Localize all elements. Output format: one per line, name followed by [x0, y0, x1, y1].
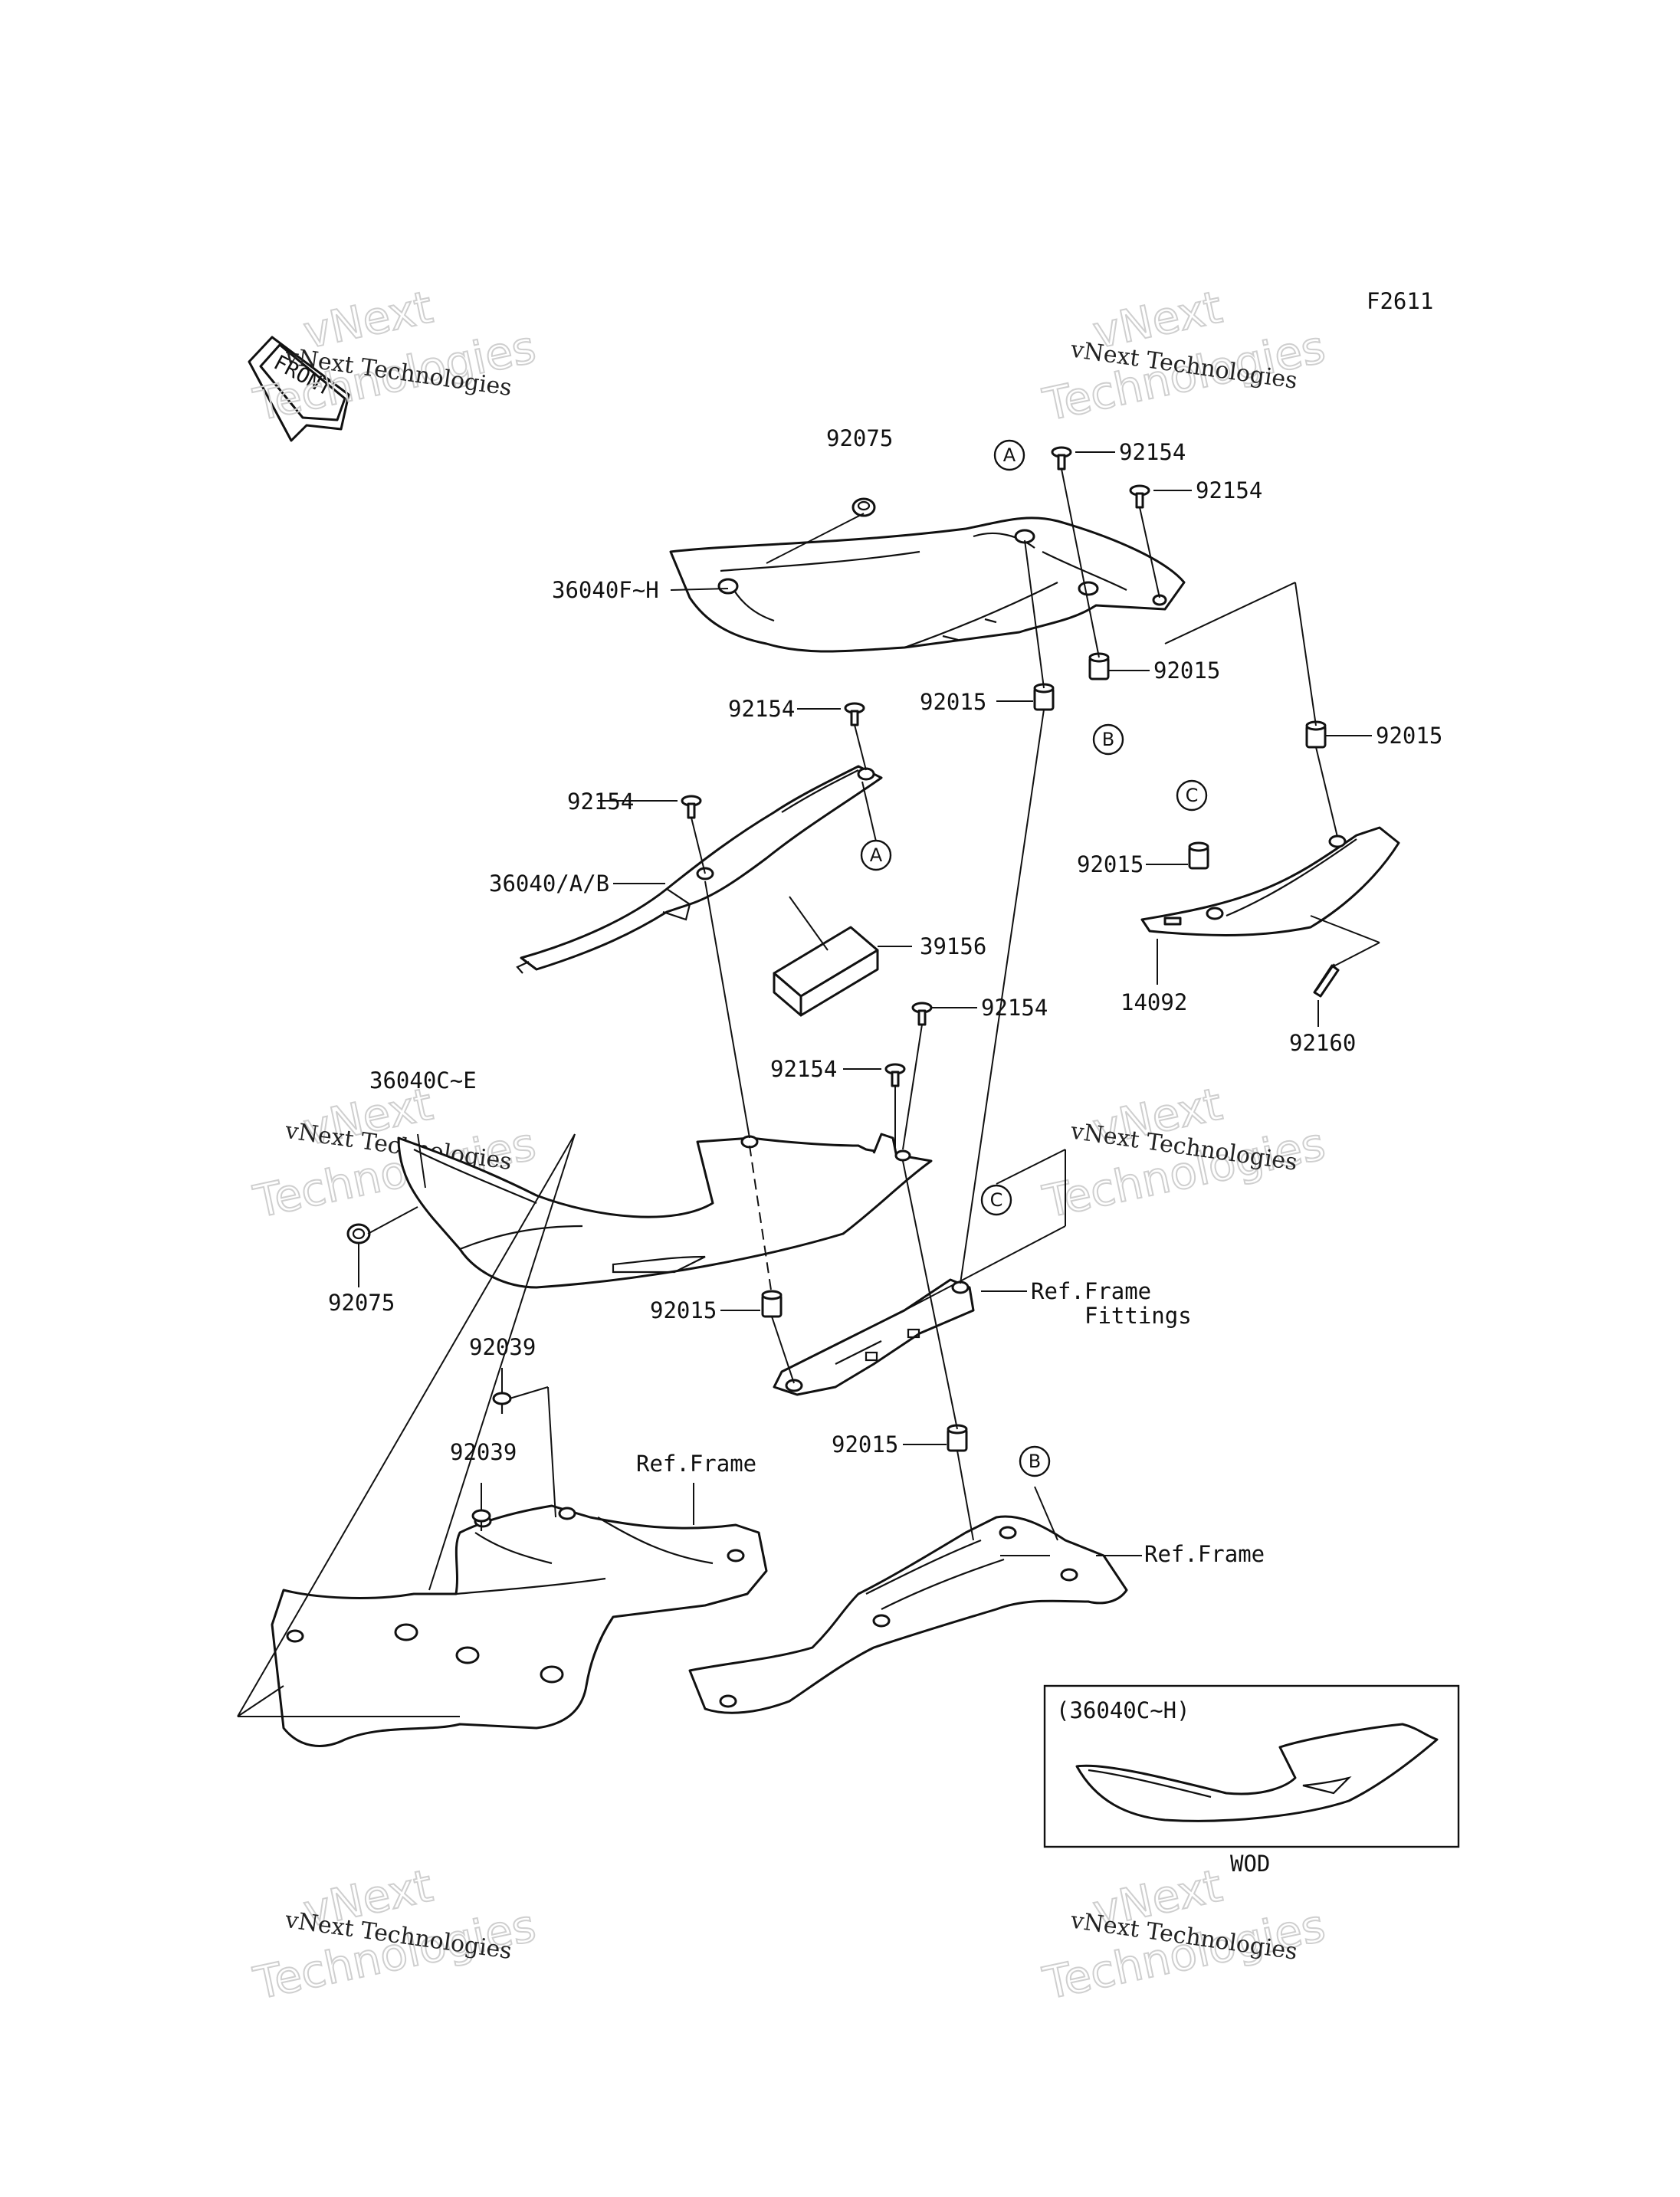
bolt-92154-d	[681, 795, 702, 819]
marker-a-1: A	[993, 439, 1025, 471]
callout-92015-c: 92015	[1376, 723, 1442, 749]
callout-92154-c: 92154	[728, 696, 795, 722]
inset-panel: (36040C~H) WOD	[1043, 1684, 1460, 1877]
nut-92075-bottom	[346, 1223, 371, 1244]
callout-92154-a: 92154	[1119, 439, 1186, 465]
watermark-mid-right: vNext Technologies vNext Technologies	[1038, 1077, 1331, 1229]
frame-fittings-bracket	[773, 1278, 975, 1396]
callout-ref-frame-fittings-2: Fittings	[1084, 1303, 1192, 1329]
callout-92015-d: 92015	[1077, 851, 1144, 877]
svg-text:B: B	[1029, 1451, 1041, 1472]
pad-39156	[773, 926, 879, 1017]
callout-ref-frame-fittings: Ref.Frame	[1031, 1278, 1151, 1304]
svg-text:A: A	[1003, 444, 1016, 466]
right-frame	[688, 1515, 1128, 1714]
svg-text:C: C	[1186, 785, 1199, 806]
bolt-92154-c	[844, 702, 865, 726]
callout-92039-b: 92039	[450, 1439, 517, 1465]
marker-b-2: B	[1019, 1445, 1051, 1477]
grab-rail	[1140, 826, 1400, 936]
callout-92039-a: 92039	[469, 1334, 536, 1360]
callout-92015-b: 92015	[920, 689, 986, 715]
callout-92015-e: 92015	[650, 1297, 717, 1323]
marker-c-1: C	[1176, 779, 1208, 812]
nut-92075-top	[851, 497, 876, 517]
inset-caption: WOD	[1230, 1851, 1270, 1877]
lower-side-cowl	[397, 1133, 933, 1289]
watermark-top-left: vNext Technologies vNext Technologies	[248, 280, 541, 432]
callout-39156: 39156	[920, 933, 986, 959]
bolt-92154-a	[1051, 446, 1072, 471]
callout-92075-bottom: 92075	[328, 1290, 395, 1316]
left-frame	[271, 1504, 768, 1747]
callout-36040F-H: 36040F~H	[552, 577, 659, 603]
callout-92015-a: 92015	[1153, 657, 1220, 684]
bolt-92154-f	[884, 1063, 906, 1087]
clip-92039-a	[492, 1392, 512, 1414]
callout-92160: 92160	[1289, 1030, 1356, 1056]
callout-92154-e: 92154	[981, 995, 1048, 1021]
callout-ref-frame-right: Ref.Frame	[1144, 1541, 1265, 1567]
marker-a-2: A	[860, 839, 892, 871]
callout-92075-top: 92075	[826, 425, 893, 451]
stud-92160	[1313, 963, 1340, 998]
figure-code: F2611	[1367, 288, 1433, 314]
marker-b-1: B	[1092, 723, 1124, 756]
callout-14092: 14092	[1121, 989, 1187, 1015]
marker-c-2: C	[980, 1184, 1012, 1216]
callout-92154-d: 92154	[567, 789, 634, 815]
svg-text:A: A	[870, 844, 883, 866]
svg-text:B: B	[1102, 729, 1114, 750]
upper-seat-cowl	[669, 516, 1186, 653]
callout-92154-f: 92154	[770, 1056, 837, 1082]
watermark-top-right: vNext Technologies vNext Technologies	[1038, 280, 1331, 432]
bolt-92154-e	[911, 1002, 933, 1026]
watermark-bottom-left: vNext Technologies vNext Technologies	[248, 1859, 541, 2011]
inner-panel	[516, 765, 883, 974]
callout-36040AB: 36040/A/B	[489, 871, 609, 897]
callout-92154-b: 92154	[1196, 477, 1262, 503]
collar-92015-d	[1188, 841, 1209, 870]
leader-lines	[237, 451, 1380, 1717]
bolt-92154-b	[1129, 484, 1150, 509]
callout-92015-f: 92015	[832, 1431, 898, 1458]
callout-ref-frame-left: Ref.Frame	[636, 1451, 756, 1477]
svg-text:C: C	[990, 1189, 1003, 1211]
collar-92015-e	[761, 1290, 783, 1318]
clip-92039-b	[471, 1509, 491, 1531]
watermark-bottom-right: vNext Technologies vNext Technologies	[1038, 1859, 1331, 2011]
callout-36040C-E: 36040C~E	[369, 1067, 477, 1094]
inset-title: (36040C~H)	[1056, 1697, 1190, 1723]
